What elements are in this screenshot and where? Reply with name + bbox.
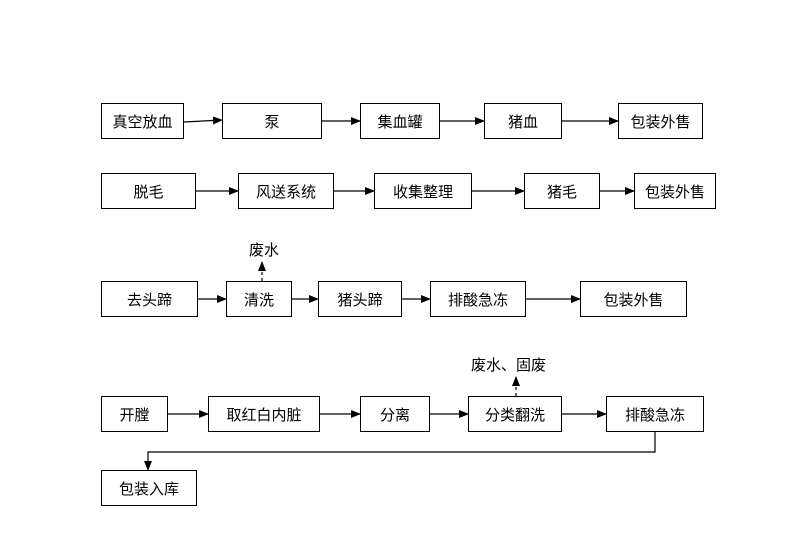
step-box: 分类翻洗 [468,396,562,432]
step-box: 开膛 [101,396,168,432]
step-box: 取红白内脏 [208,396,320,432]
step-box: 排酸急冻 [606,396,704,432]
step-box: 猪血 [484,103,562,139]
step-box: 风送系统 [238,173,334,209]
step-box: 去头蹄 [101,281,198,317]
connector-arrow [144,432,656,471]
step-box: 包装入库 [101,470,197,506]
arrow [183,116,223,125]
step-box: 集血罐 [360,103,440,139]
step-box: 泵 [222,103,322,139]
step-box: 包装外售 [634,173,716,209]
output-note: 废水 [249,241,280,259]
step-box: 真空放血 [101,103,184,139]
step-box: 包装外售 [618,103,703,139]
step-box: 清洗 [226,281,292,317]
step-box: 猪头蹄 [318,281,402,317]
step-box: 包装外售 [580,281,687,317]
step-box: 排酸急冻 [430,281,526,317]
step-box: 猪毛 [524,173,600,209]
output-note: 废水、固废 [471,356,547,374]
step-box: 脱毛 [101,173,196,209]
step-box: 收集整理 [374,173,472,209]
step-box: 分离 [360,396,430,432]
